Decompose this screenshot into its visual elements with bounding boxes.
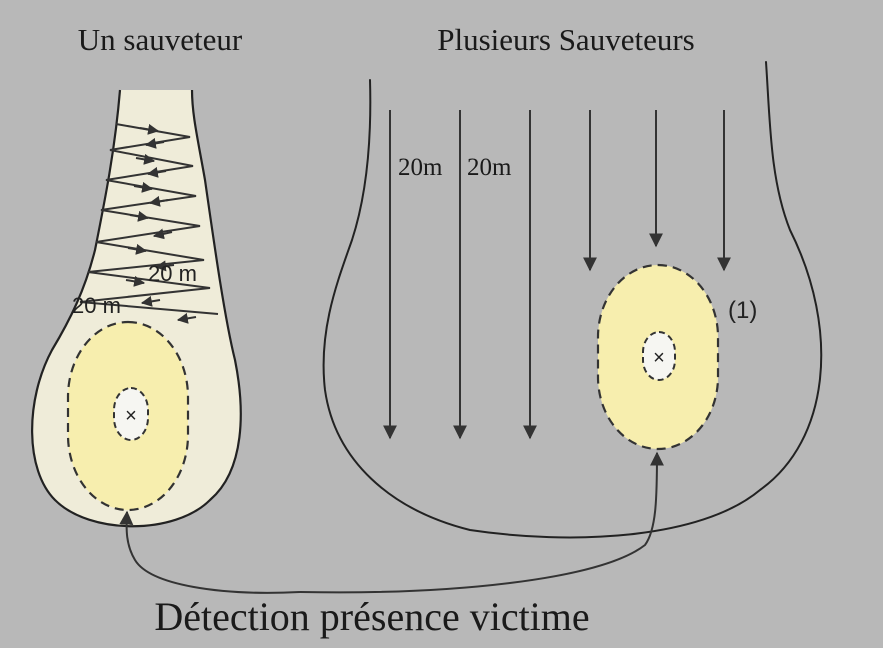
multi-spacing-label-2: 20m [467,154,512,181]
multi-sweep-arrows [383,110,731,440]
title-single-rescuer: Un sauveteur [78,22,243,57]
multi-victim-zone [642,331,676,381]
multiple-rescuers-panel: 20m 20m × (1) [322,61,823,539]
single-victim-zone [113,387,149,441]
multi-search-area [322,61,823,539]
caption-victim-detection: Détection présence victime [154,594,589,639]
multi-zone-label: (1) [728,297,757,324]
single-spacing-label-1: 20 m [148,261,197,286]
multi-spacing-label-1: 20m [398,154,443,181]
single-rescuer-panel: 20 m 20 m × [31,89,242,528]
title-multiple-rescuers: Plusieurs Sauveteurs [437,22,694,57]
connector-to-multi-zone [299,451,664,594]
single-spacing-label-2: 20 m [72,293,121,318]
single-victim-mark: × [125,405,137,427]
zigzag-arrows [125,123,197,324]
detection-connectors [119,451,664,594]
zigzag-search-path [79,123,219,315]
connector-to-single-zone [119,510,301,594]
multi-victim-mark: × [653,347,665,369]
